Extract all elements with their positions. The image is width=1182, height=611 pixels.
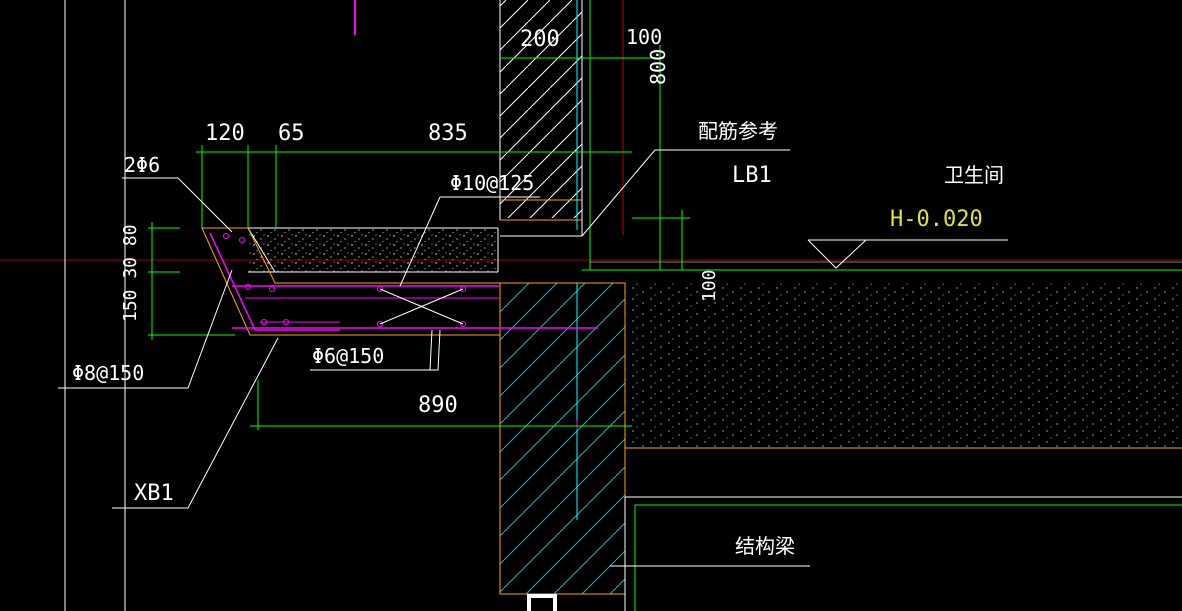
drawing-texts: 200 100 800 120 65 835 890 100 150 30 80… (72, 25, 1004, 558)
upper-wall (499, 0, 591, 270)
cantilever-slab (201, 227, 598, 336)
label-weishengjian: 卫生间 (944, 163, 1004, 187)
label-lb1: LB1 (732, 163, 772, 188)
label-phi8: Φ8@150 (72, 361, 144, 385)
dim-890: 890 (418, 393, 458, 418)
label-xb1: XB1 (134, 481, 174, 506)
lower-wall (499, 282, 626, 611)
floor-slab (582, 261, 1182, 611)
dim-150-30-80: 150 30 80 (120, 224, 141, 322)
label-peijin: 配筋参考 (698, 119, 778, 143)
label-2phi6: 2Φ6 (124, 153, 160, 177)
dim-120: 120 (205, 121, 245, 146)
label-phi6: Φ6@150 (312, 344, 384, 368)
dim-200: 200 (520, 27, 560, 52)
dim-65: 65 (278, 121, 305, 146)
label-jiegouliang: 结构梁 (735, 534, 795, 558)
dim-800: 800 (646, 49, 670, 85)
label-phi10: Φ10@125 (450, 171, 534, 195)
dim-835: 835 (428, 121, 468, 146)
leader-lines (58, 149, 1008, 567)
dimension-lines (148, 45, 690, 430)
dim-100-side: 100 (699, 269, 720, 302)
dim-100-top: 100 (626, 25, 662, 49)
label-elevation: H-0.020 (890, 207, 983, 232)
